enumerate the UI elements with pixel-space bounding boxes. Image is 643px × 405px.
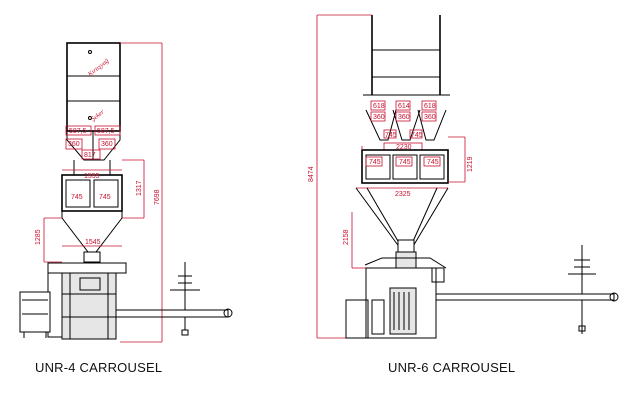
- unr4-carousel-base: [19, 262, 127, 340]
- unr4-machine: Kırtışyağ Şeker 587,5 587,5 360 360 817 …: [19, 42, 233, 343]
- unr6-dim-360a: 360: [373, 114, 385, 121]
- unr4-funnel: [43, 211, 123, 263]
- unr4-dim-7698: 7698: [154, 189, 161, 205]
- unr4-dim-360a: 360: [68, 141, 80, 148]
- unr4-dim-1285: 1285: [35, 229, 42, 245]
- unr4-dim-745a: 745: [71, 194, 83, 201]
- unr6-caption: UNR-6 CARROUSEL: [388, 360, 516, 375]
- unr4-conveyor: [115, 262, 233, 336]
- unr6-overall-height: [316, 14, 372, 339]
- unr6-dim-745a: 745: [385, 132, 397, 139]
- unr6-funnel: [351, 187, 449, 269]
- unr6-hoppers: [365, 100, 447, 151]
- unr6-dim-8474: 8474: [308, 166, 315, 182]
- unr4-dim-1555: 1555: [84, 173, 100, 180]
- unr4-dim-boxes: [65, 125, 121, 160]
- unr6-conveyor: [435, 245, 619, 334]
- unr6-dim-2158: 2158: [343, 229, 350, 245]
- unr6-dim-614: 614: [398, 103, 410, 110]
- unr6-dim-2230: 2230: [396, 144, 412, 151]
- unr6-dim-360c: 360: [424, 114, 436, 121]
- unr4-dim-1545: 1545: [85, 239, 101, 246]
- unr4-dim-745b: 745: [99, 194, 111, 201]
- unr4-dim-1317: 1317: [136, 180, 143, 196]
- unr4-label-mid: Şeker: [90, 108, 106, 123]
- unr6-dim-745b: 745: [411, 132, 423, 139]
- unr4-dim-360b: 360: [101, 141, 113, 148]
- unr6-dim-618a: 618: [373, 103, 385, 110]
- unr6-weighers: [361, 136, 466, 184]
- unr6-dim-745d: 745: [399, 159, 411, 166]
- unr4-silo: [66, 42, 121, 161]
- unr6-dim-745c: 745: [369, 159, 381, 166]
- unr4-dim-587a: 587,5: [69, 128, 87, 135]
- unr4-overall-height: [120, 42, 163, 343]
- unr6-dim-1219: 1219: [467, 156, 474, 172]
- unr6-dim-618b: 618: [424, 103, 436, 110]
- unr6-dim-745e: 745: [427, 159, 439, 166]
- unr4-dim-817: 817: [84, 152, 96, 159]
- unr6-carousel-base: [345, 239, 447, 339]
- unr6-dim-360b: 360: [398, 114, 410, 121]
- unr4-weighers: [61, 159, 145, 219]
- unr4-label-top: Kırtışyağ: [86, 57, 111, 78]
- unr6-dim-2325: 2325: [395, 191, 411, 198]
- unr6-machine: 618 614 618 360 360 360 745 745 2230 745…: [308, 14, 619, 339]
- unr6-silo: [363, 15, 450, 96]
- unr4-caption: UNR-4 CARROUSEL: [35, 360, 163, 375]
- unr4-dim-587b: 587,5: [97, 128, 115, 135]
